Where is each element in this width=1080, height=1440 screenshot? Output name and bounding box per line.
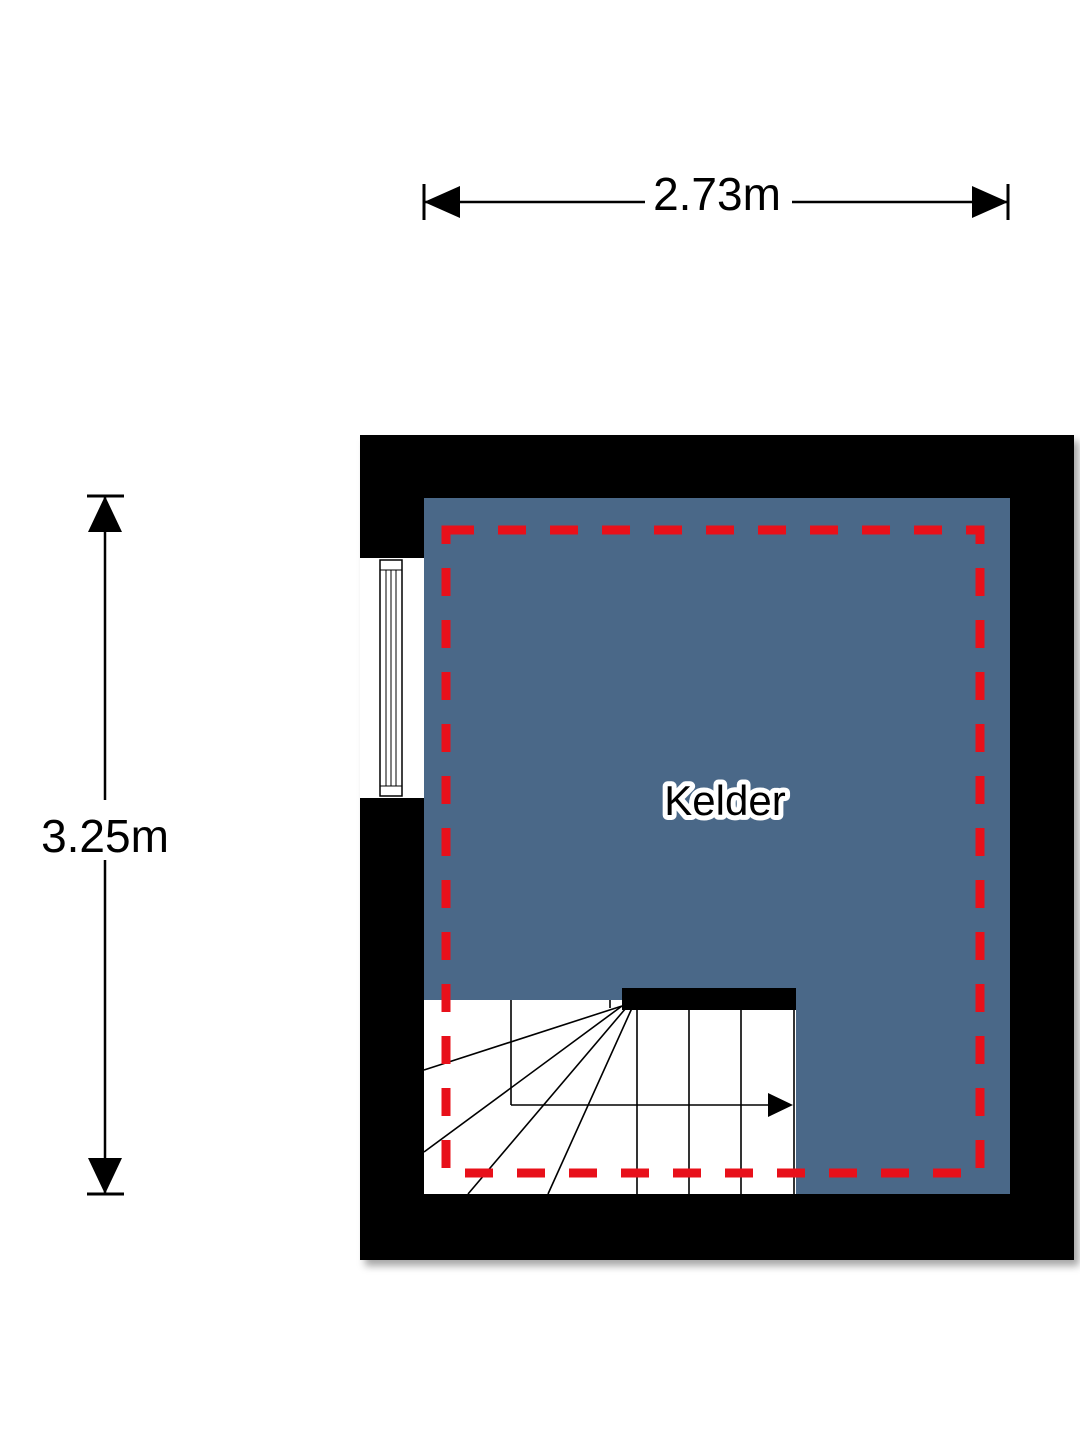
- stair-winder: [423, 1005, 623, 1153]
- stairs-area: [424, 1000, 796, 1194]
- height-dimension-label: 3.25m: [41, 810, 169, 862]
- width-dimension-label: 2.73m: [653, 168, 781, 220]
- usable-area-outline: [441, 525, 985, 1178]
- stair-direction-arrow-icon: [768, 1093, 793, 1117]
- stair-winder: [467, 1007, 627, 1195]
- stair-winder: [423, 1005, 623, 1071]
- stair-winder: [547, 1007, 633, 1195]
- arrowhead-bottom-icon: [88, 1158, 122, 1194]
- arrowhead-left-icon: [424, 186, 460, 218]
- arrowhead-right-icon: [972, 186, 1008, 218]
- width-dimension: 2.73m: [422, 168, 1010, 220]
- stairs-edge-wall: [622, 988, 796, 1010]
- staircase-icon: [423, 988, 796, 1195]
- room-label: Kelder: [664, 777, 785, 824]
- window-icon: [360, 558, 424, 798]
- arrowhead-top-icon: [88, 496, 122, 532]
- height-dimension: 3.25m: [41, 494, 169, 1196]
